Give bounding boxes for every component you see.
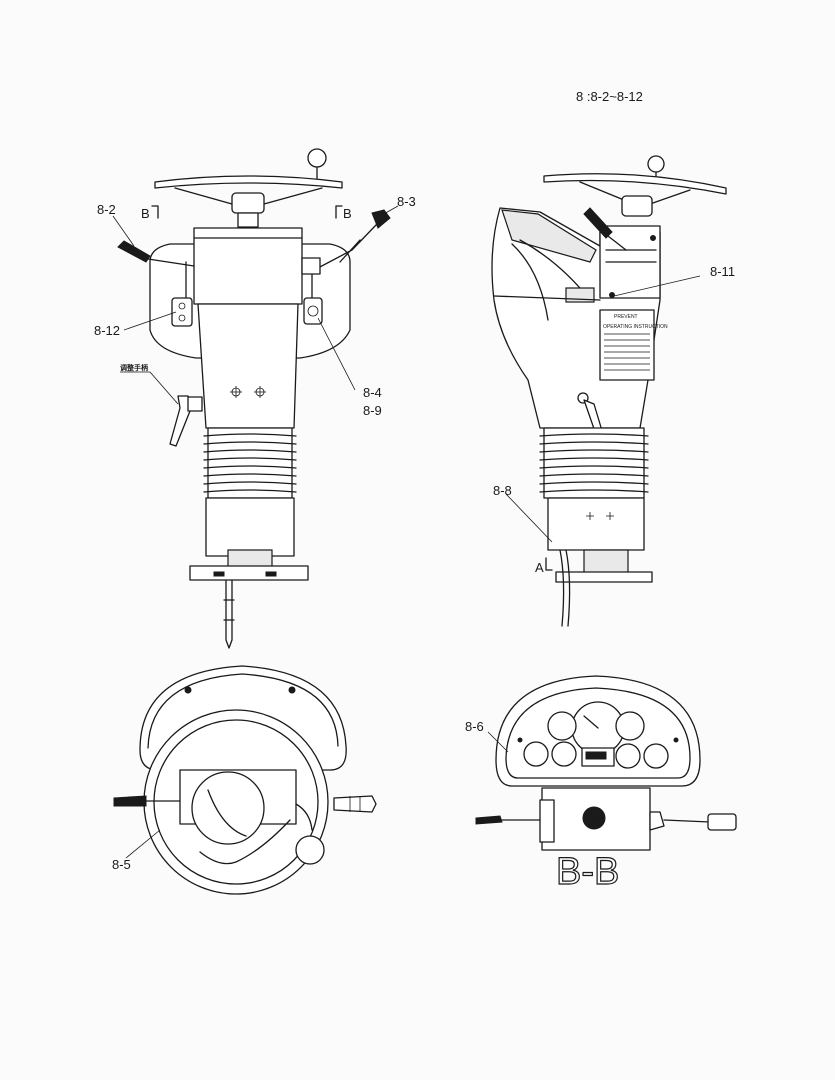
column-upper [193,227,303,305]
lever-top-right [333,795,377,813]
side-view: PREVENT OPERATING INSTRUCTION A 8-11 8-8 [491,155,735,627]
gauge-3 [615,743,641,769]
section-mark-b-right: B [343,206,352,221]
section-mark-a: A [535,560,544,575]
wheel-knob-top [295,835,325,865]
instruction-plate [599,309,655,381]
base-plate-front [189,565,309,581]
bellows-side [539,427,649,499]
gauge-left-top [547,711,577,741]
plate-line1: PREVENT [614,314,638,320]
section-mark-b-left: B [141,206,150,221]
section-b-b: 8-6 B-B [465,675,737,894]
steering-wheel-side [543,173,727,195]
front-view: B B 8-2 8-3 8-12 8-4 8-9 调整手柄 [94,148,416,649]
base-plate-side [555,571,653,583]
gauge-1 [523,741,549,767]
lever-top-left [113,795,147,807]
center-hole [582,806,606,830]
label-8-6: 8-6 [465,719,484,734]
wheel-hub-top [191,771,265,845]
drawing-title: 8 :8-2~8-12 [576,89,643,104]
lever-side [583,207,613,239]
chinese-note: 调整手柄 [120,363,148,372]
label-8-9: 8-9 [363,403,382,418]
gauge-right-top [615,711,645,741]
label-8-4: 8-4 [363,385,382,400]
column-body [197,303,299,429]
label-8-8: 8-8 [493,483,512,498]
lever-8-2 [117,240,151,263]
bellows-front [203,427,297,499]
steering-wheel-edge [154,175,343,189]
lever-8-3 [371,209,391,229]
gauge-2 [551,741,577,767]
lower-tube-side [547,497,645,551]
top-view: 8-5 [112,665,377,895]
wheel-hub [231,192,265,214]
lower-tube [205,497,295,557]
adjust-handle [169,395,193,447]
switch-8-4 [303,297,323,325]
label-8-5: 8-5 [112,857,131,872]
lever-bb-left [475,815,503,825]
label-8-2: 8-2 [97,202,116,217]
wheel-knob [307,148,327,168]
gauge-4 [643,743,669,769]
wheel-knob-side [647,155,665,173]
connector-bb [707,813,737,831]
label-8-11: 8-11 [710,264,735,279]
switch-8-12 [171,297,193,327]
label-8-3: 8-3 [397,194,416,209]
section-title-b-b: B-B [556,851,619,893]
label-8-12: 8-12 [94,323,120,338]
plate-line2: OPERATING INSTRUCTION [603,324,668,330]
